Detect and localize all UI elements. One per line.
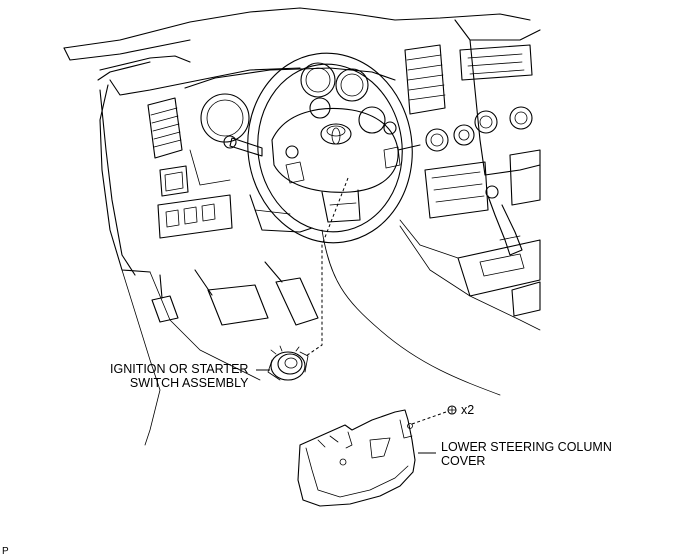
lower-column-cover-part xyxy=(297,409,416,507)
instrument-cluster xyxy=(184,62,396,186)
ignition-label-line2: SWITCH ASSEMBLY xyxy=(129,376,249,390)
switch-location-leader xyxy=(305,177,349,357)
screw-quantity: x2 xyxy=(461,403,475,417)
page-mark: P xyxy=(2,546,9,557)
pedals xyxy=(151,261,319,326)
ignition-switch-label: IGNITION OR STARTER SWITCH ASSEMBLY xyxy=(110,362,248,390)
cover-label-line1: LOWER STEERING COLUMN xyxy=(441,440,612,454)
ignition-label-line1: IGNITION OR STARTER xyxy=(110,362,249,376)
lower-column-cover-label: LOWER STEERING COLUMN COVER xyxy=(441,440,612,468)
ignition-switch-part xyxy=(267,345,309,381)
dashboard-outline xyxy=(63,7,541,446)
steering-wheel xyxy=(223,52,421,244)
screw-icon xyxy=(447,405,457,415)
cover-label-line2: COVER xyxy=(441,454,486,468)
screw-leader xyxy=(411,411,447,425)
